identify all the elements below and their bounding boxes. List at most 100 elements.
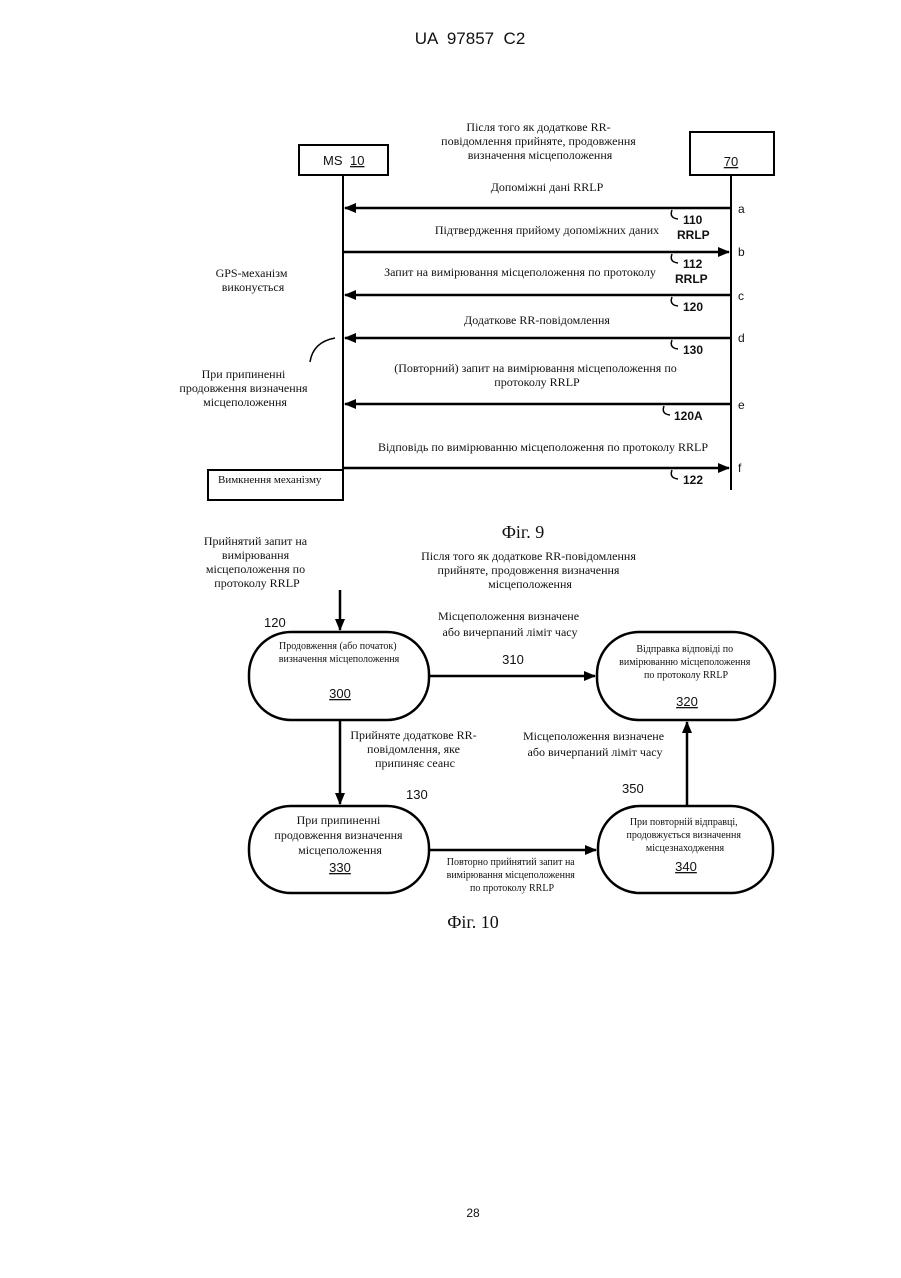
message-f-text: Відповідь по вимірюванню місцеположення … [378, 440, 708, 454]
input-note-line: Прийнятий запит на [204, 534, 308, 548]
message-c-suffix: RRLP [675, 272, 708, 286]
message-b: Підтвердження прийому допоміжних даних R… [343, 223, 745, 271]
ref-120-state: 120 [264, 615, 286, 630]
ref-130-state: 130 [406, 787, 428, 802]
state-300-line: Продовження (або початок) [279, 641, 397, 652]
figure-9: MS 10 70 Після того як додаткове RR- пов… [179, 120, 774, 542]
input-note-line: вимірювання [222, 548, 290, 562]
edge-330-340-line: вимірювання місцеположення [447, 870, 576, 881]
edge-330-340-label: Повторно прийнятий запит на вимірювання … [447, 857, 578, 894]
edge-330-340-line: по протоколу RRLP [470, 883, 554, 894]
ref-310: 310 [502, 652, 524, 667]
leader-120 [671, 297, 678, 306]
message-e-line: протоколу RRLP [494, 375, 580, 389]
state-340-text: При повторній відправці, продовжується в… [627, 817, 744, 854]
edge-340-320-label: Місцеположення визначене або вичерпаний … [523, 729, 667, 759]
message-d: Додаткове RR-повідомлення 130 d [345, 313, 745, 357]
leader-120a [663, 406, 670, 415]
edge-300-320-label: Місцеположення визначене або вичерпаний … [438, 609, 582, 639]
ref-112: 112 [683, 257, 703, 271]
message-e-line: (Повторний) запит на вимірювання місцепо… [394, 361, 677, 375]
message-c-text: Запит на вимірювання місцеположення по п… [384, 265, 656, 279]
edge-300-330-line: Прийняте додаткове RR- [350, 728, 476, 742]
ref-130: 130 [683, 343, 703, 357]
figure-10: Прийнятий запит на вимірювання місцеполо… [204, 534, 775, 932]
input-note-line: протоколу RRLP [214, 576, 300, 590]
message-e-text: (Повторний) запит на вимірювання місцепо… [394, 361, 680, 389]
edge-300-320-line: Місцеположення визначене [438, 609, 579, 623]
message-a-text: Допоміжні дані RRLP [491, 180, 604, 194]
ms-label: MS [323, 153, 343, 168]
message-a: Допоміжні дані RRLP 110 a [345, 180, 745, 227]
state-340-ref: 340 [675, 859, 697, 874]
leader-122 [671, 470, 678, 479]
state-340-line: продовжується визначення [627, 830, 742, 841]
fig9-top-note-line: повідомлення прийняте, продовження [441, 134, 636, 148]
ref-110: 110 [683, 213, 703, 227]
gps-note: GPS-механізм виконується [216, 266, 291, 294]
letter-d: d [738, 331, 745, 345]
letter-b: b [738, 245, 745, 259]
edge-340-320-line: або вичерпаний ліміт часу [528, 745, 663, 759]
state-340-line: місцезнаходження [646, 843, 725, 854]
leader-110 [671, 210, 678, 219]
input-note-line: місцеположення по [206, 562, 305, 576]
fig10-top-note-line: прийняте, продовження визначення [438, 563, 620, 577]
stop-note-line: При припиненні [202, 367, 286, 381]
state-330-line: продовження визначення [274, 828, 403, 842]
message-c: Запит на вимірювання місцеположення по п… [345, 265, 744, 314]
shutdown-label: Вимкнення механізму [218, 474, 322, 486]
letter-f: f [738, 461, 742, 475]
fig10-top-note-line: Після того як додаткове RR-повідомлення [421, 549, 636, 563]
message-f: Відповідь по вимірюванню місцеположення … [343, 440, 742, 487]
message-b-suffix: RRLP [677, 228, 710, 242]
server-ref: 70 [724, 154, 738, 169]
state-300-line: визначення місцеположення [279, 654, 400, 665]
page-number: 28 [466, 1206, 480, 1220]
gps-note-line: виконується [222, 280, 285, 294]
state-340-line: При повторній відправці, [630, 817, 738, 828]
ref-120a: 120A [674, 409, 703, 423]
edge-340-320-line: Місцеположення визначене [523, 729, 664, 743]
ref-350: 350 [622, 781, 644, 796]
state-330-ref: 330 [329, 860, 351, 875]
patent-number: UA 97857 C2 [415, 29, 526, 48]
state-330-text: При припиненні продовження визначення мі… [274, 813, 405, 857]
fig9-top-note-line: Після того як додаткове RR- [466, 120, 610, 134]
letter-a: a [738, 202, 745, 216]
edge-330-340-line: Повторно прийнятий запит на [447, 857, 576, 868]
state-320-text: Відправка відповіді по вимірюванню місце… [619, 644, 753, 681]
leader-130 [671, 340, 678, 349]
ref-120: 120 [683, 300, 703, 314]
stop-note-line: продовження визначення [179, 381, 308, 395]
state-320-line: Відправка відповіді по [636, 644, 733, 655]
edge-300-330-line: припиняє сеанс [375, 756, 455, 770]
fig10-caption: Фіг. 10 [447, 912, 499, 932]
state-320-line: вимірюванню місцеположення [619, 657, 751, 668]
gps-note-line: GPS-механізм [216, 266, 288, 280]
input-note: Прийнятий запит на вимірювання місцеполо… [204, 534, 310, 590]
message-e: (Повторний) запит на вимірювання місцепо… [345, 361, 745, 423]
edge-300-320-line: або вичерпаний ліміт часу [443, 625, 578, 639]
edge-300-330-line: повідомлення, яке [367, 742, 460, 756]
fig9-top-note-line: визначення місцеположення [468, 148, 613, 162]
state-320-ref: 320 [676, 694, 698, 709]
stop-bracket [310, 338, 335, 362]
message-b-text: Підтвердження прийому допоміжних даних [435, 223, 659, 237]
letter-c: c [738, 289, 744, 303]
state-330-line: При припиненні [297, 813, 381, 827]
ms-ref: 10 [350, 153, 364, 168]
state-300-ref: 300 [329, 686, 351, 701]
stop-note-line: місцеположення [203, 395, 287, 409]
message-d-text: Додаткове RR-повідомлення [464, 313, 610, 327]
state-330-line: місцеположення [298, 843, 382, 857]
ref-122: 122 [683, 473, 703, 487]
stop-note: При припиненні продовження визначення мі… [179, 367, 310, 409]
fig10-top-note-line: місцеположення [488, 577, 572, 591]
state-300-text: Продовження (або початок) визначення міс… [279, 641, 400, 665]
fig9-top-note: Після того як додаткове RR- повідомлення… [441, 120, 639, 162]
edge-300-330-label: Прийняте додаткове RR- повідомлення, яке… [350, 728, 479, 770]
letter-e: e [738, 398, 745, 412]
